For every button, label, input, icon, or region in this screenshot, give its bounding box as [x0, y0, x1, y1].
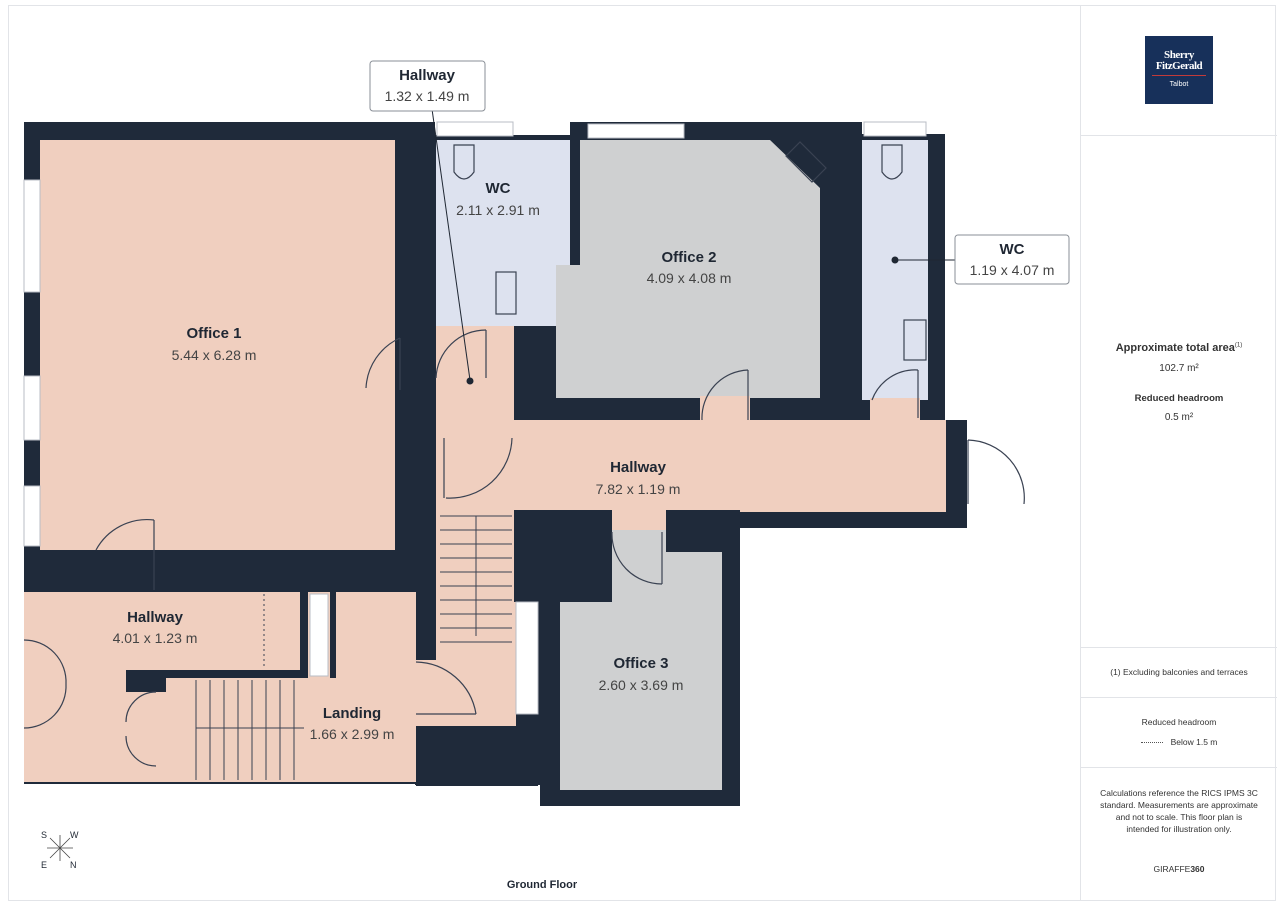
room-labels: Office 1 5.44 x 6.28 m WC 2.11 x 2.91 m … [113, 180, 732, 742]
separator [1081, 135, 1277, 136]
separator [1081, 647, 1277, 648]
room-name: Office 3 [613, 655, 668, 672]
room-dims: 4.09 x 4.08 m [647, 270, 732, 286]
callout-dims: 1.32 x 1.49 m [385, 88, 470, 104]
room-name: Hallway [610, 459, 667, 476]
room-dims: 1.66 x 2.99 m [310, 726, 395, 742]
room-office-2 [556, 140, 820, 398]
area-value: 102.7 m² [1159, 363, 1199, 374]
room-hallway-small [436, 326, 514, 436]
sidebar: Sherry FitzGerald Talbot Approximate tot… [1080, 5, 1277, 901]
callout-leaders [431, 108, 955, 385]
disclaimer: Calculations reference the RICS IPMS 3C … [1100, 788, 1258, 834]
room-hallway-main [436, 420, 946, 512]
callout-dims: 1.19 x 4.07 m [970, 262, 1055, 278]
room-name: WC [486, 180, 511, 197]
brand-line-2: FitzGerald [1155, 60, 1203, 72]
brand-line-3: Talbot [1169, 81, 1189, 88]
room-dims: 2.60 x 3.69 m [599, 677, 684, 693]
footnote: (1) Excluding balconies and terraces [1110, 667, 1248, 677]
legend-dotted-line [1140, 742, 1163, 744]
headroom-title: Reduced headroom [1134, 393, 1224, 404]
room-wc-door-gap [870, 398, 920, 422]
provider-mark: GIRAFFE360 [1153, 864, 1205, 874]
room-name: Office 1 [186, 325, 241, 342]
windows [23, 121, 927, 715]
room-wc-right [862, 140, 928, 400]
room-dims: 5.44 x 6.28 m [172, 347, 257, 363]
room-dims: 7.82 x 1.19 m [596, 481, 681, 497]
room-office-3-door [612, 530, 666, 554]
callout-name: Hallway [399, 67, 456, 84]
page-frame [8, 5, 1276, 901]
room-name: Landing [323, 705, 381, 722]
room-name: Office 2 [661, 249, 716, 266]
floor-plan: Office 1 5.44 x 6.28 m WC 2.11 x 2.91 m … [23, 60, 1070, 891]
room-landing-ext [414, 660, 516, 726]
doors [23, 329, 1025, 767]
room-office-1 [40, 140, 395, 550]
separator [1081, 697, 1277, 698]
headroom-value: 0.5 m² [1164, 412, 1194, 423]
room-lobby [130, 692, 304, 782]
callout-name: WC [1000, 241, 1025, 258]
floor-label: Ground Floor [507, 879, 578, 891]
separator [1081, 767, 1277, 768]
compass-n: N [70, 860, 77, 870]
room-hallway-link [612, 508, 666, 530]
callout-wc: WC 1.19 x 4.07 m [954, 234, 1070, 285]
room-name: Hallway [127, 609, 184, 626]
room-wc-left [436, 140, 570, 326]
room-dims: 4.01 x 1.23 m [113, 630, 198, 646]
callout-hallway: Hallway 1.32 x 1.49 m [369, 60, 486, 112]
area-title: Approximate total area(1) [1115, 342, 1243, 354]
compass-w: W [70, 830, 79, 840]
room-dims: 2.11 x 2.91 m [456, 202, 540, 218]
legend-item: Below 1.5 m [1081, 737, 1277, 747]
legend-title: Reduced headroom [1141, 717, 1217, 727]
interior-walls [24, 510, 740, 786]
brand-line-1: Sherry [1164, 49, 1194, 61]
brand-underline [1152, 75, 1206, 76]
compass-s: S [41, 830, 47, 840]
room-office-2-door-gap [700, 396, 750, 422]
area-footnote-marker: (1) [1234, 342, 1243, 349]
brand-logo: Sherry FitzGerald Talbot [1145, 36, 1213, 104]
rooms [24, 140, 946, 790]
staircases [195, 515, 512, 780]
compass: S W E N [41, 830, 79, 870]
compass-e: E [41, 860, 47, 870]
fixtures [453, 141, 927, 361]
